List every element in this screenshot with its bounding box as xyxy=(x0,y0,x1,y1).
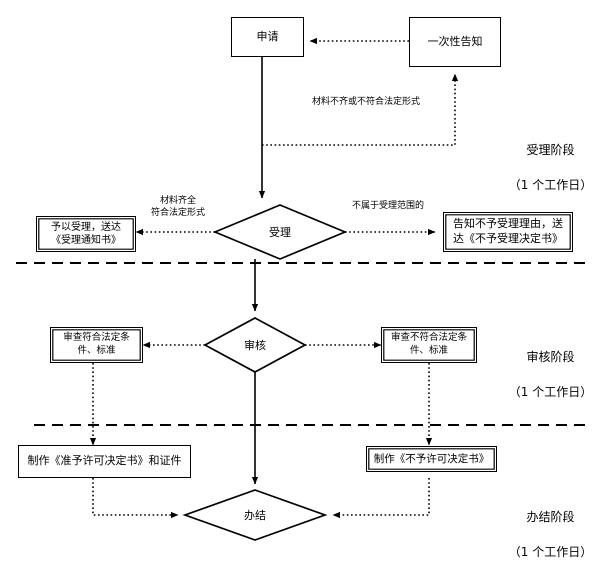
complete-shape xyxy=(182,489,328,541)
node-accept-decision-label: 受理 xyxy=(269,226,291,239)
node-accept-decision[interactable]: 受理 xyxy=(215,205,345,259)
edge-materials-incomplete xyxy=(262,73,459,146)
edge-label-materials-incomplete: 材料不齐或不符合法定形式 xyxy=(311,97,420,107)
node-one-time-notice[interactable]: 一次性告知 xyxy=(409,17,501,67)
edge-label-materials-complete: 材料齐全 符合法定形式 xyxy=(150,196,205,218)
stage-label-completion: 办结阶段 （1 个工作日） xyxy=(498,492,603,564)
node-permit-deny[interactable]: 制作《不予许可决定书》 xyxy=(366,446,497,472)
edge-label-out-of-scope: 不属于受理范围的 xyxy=(351,201,424,211)
node-review-pass[interactable]: 审查符合法定条 件、标准 xyxy=(50,327,143,363)
node-application[interactable]: 申请 xyxy=(231,17,304,57)
node-permit-grant[interactable]: 制作《准予许可决定书》和证件 xyxy=(18,445,191,478)
node-complete[interactable]: 办结 xyxy=(185,490,325,540)
node-accept-no[interactable]: 告知不予受理理由，送 达《不予受理决定书》 xyxy=(443,212,573,252)
node-complete-label: 办结 xyxy=(244,509,266,522)
node-accept-yes[interactable]: 予以受理，送达 《受理通知书》 xyxy=(36,216,136,252)
node-review-fail[interactable]: 审查不符合法定条 件、标准 xyxy=(381,327,477,363)
stage-label-review: 审核阶段 （1 个工作日） xyxy=(498,332,603,419)
stage-label-completion-name: 办结阶段 xyxy=(526,510,575,525)
edge-grant-to-complete xyxy=(92,478,179,519)
stage-label-review-duration: （1 个工作日） xyxy=(508,385,593,400)
node-review-decision[interactable]: 审核 xyxy=(205,318,305,372)
stage-label-acceptance-duration: （1 个工作日） xyxy=(508,178,593,193)
node-review-decision-label: 审核 xyxy=(244,339,266,352)
accept-decision-shape xyxy=(212,204,348,260)
stage-label-review-name: 审核阶段 xyxy=(526,350,575,365)
stage-label-acceptance: 受理阶段 （1 个工作日） xyxy=(498,125,603,212)
stage-label-acceptance-name: 受理阶段 xyxy=(526,143,575,158)
edge-deny-to-complete xyxy=(332,478,430,519)
stage-label-completion-duration: （1 个工作日） xyxy=(508,545,593,560)
